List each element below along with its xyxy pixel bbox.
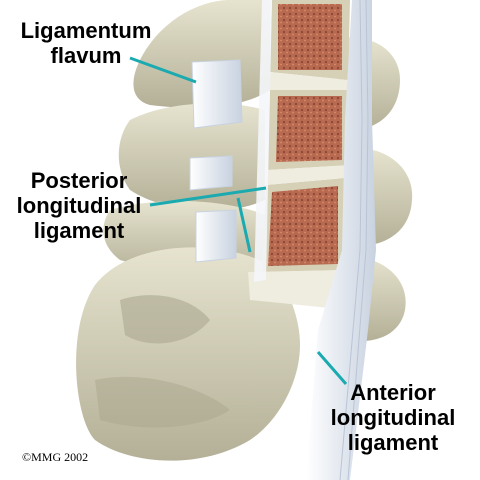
anterior-label-line2: longitudinal [330,405,456,430]
ligamentum-flavum-label-line1: Ligamentum [20,18,152,43]
copyright-text: ©MMG 2002 [22,450,89,464]
anterior-longitudinal-ligament-label: Anterior longitudinal ligament [318,380,468,455]
pointer-anterior [316,351,348,385]
posterior-ligament-band [254,0,272,282]
posterior-label-line2: longitudinal [16,193,142,218]
ligamentum-flavum-label: Ligamentum flavum [6,18,166,68]
pointer-posterior-bottom [236,197,252,253]
anterior-label-line3: ligament [347,430,439,455]
anterior-label-line1: Anterior [350,380,436,405]
pointer-lines [129,56,348,385]
pointer-flavum [129,56,197,84]
vertebral-bodies [248,0,350,308]
ligamentum-flavum-label-line2: flavum [50,43,122,68]
posterior-label-line3: ligament [33,218,125,243]
lower-vertebra [76,247,300,461]
pointer-posterior-top [149,186,267,207]
ligamentum-flavum-strips [189,59,243,263]
posterior-longitudinal-ligament-label: Posterior longitudinal ligament [4,168,154,243]
posterior-label-line1: Posterior [30,168,128,193]
